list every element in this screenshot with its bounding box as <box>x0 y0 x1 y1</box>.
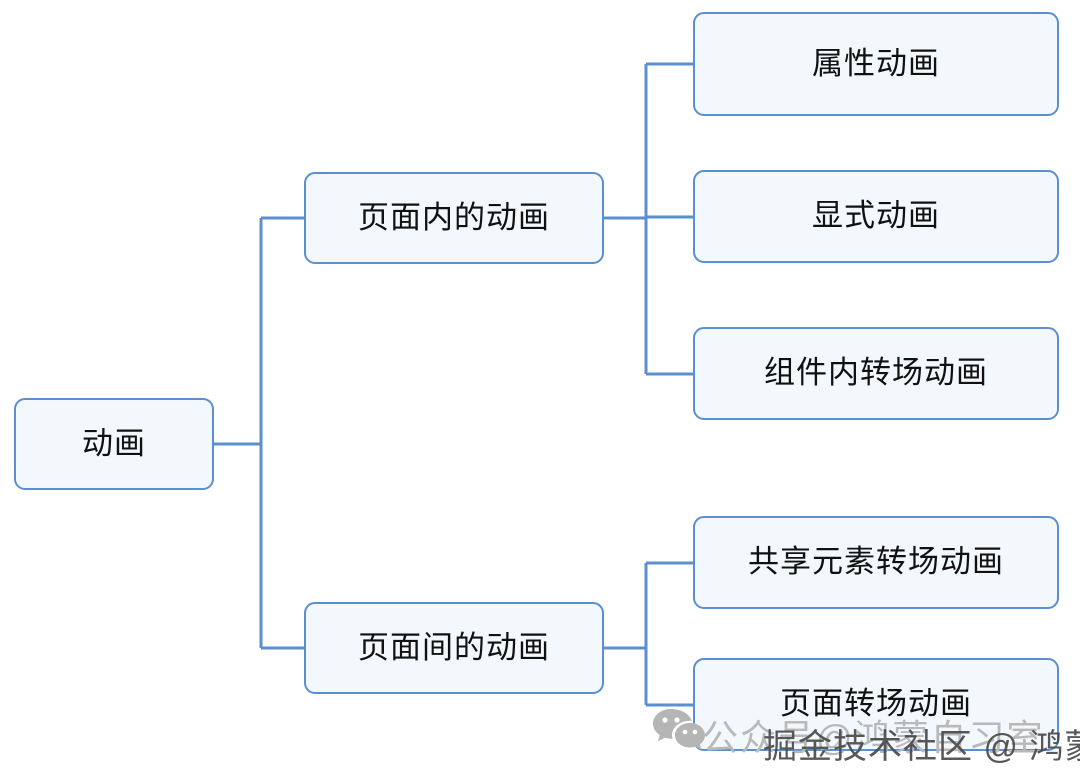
node-leaf-page-transition-label: 页面转场动画 <box>780 686 972 722</box>
node-leaf-explicit-animation[interactable]: 显式动画 <box>693 170 1059 263</box>
node-branch-in-page[interactable]: 页面内的动画 <box>304 172 604 264</box>
node-leaf-shared-element-transition[interactable]: 共享元素转场动画 <box>693 516 1059 609</box>
node-root[interactable]: 动画 <box>14 398 214 490</box>
node-root-label: 动画 <box>82 425 146 461</box>
node-branch-in-page-label: 页面内的动画 <box>358 199 550 235</box>
node-leaf-page-transition[interactable]: 页面转场动画 <box>693 658 1059 751</box>
node-leaf-explicit-animation-label: 显式动画 <box>812 198 940 234</box>
node-leaf-component-transition[interactable]: 组件内转场动画 <box>693 327 1059 420</box>
node-leaf-shared-element-transition-label: 共享元素转场动画 <box>748 544 1004 580</box>
wechat-icon <box>653 709 705 750</box>
node-leaf-component-transition-label: 组件内转场动画 <box>764 355 988 391</box>
node-branch-between-pages[interactable]: 页面间的动画 <box>304 602 604 694</box>
node-leaf-property-animation[interactable]: 属性动画 <box>693 12 1059 116</box>
node-branch-between-pages-label: 页面间的动画 <box>358 629 550 665</box>
node-leaf-property-animation-label: 属性动画 <box>812 45 940 81</box>
